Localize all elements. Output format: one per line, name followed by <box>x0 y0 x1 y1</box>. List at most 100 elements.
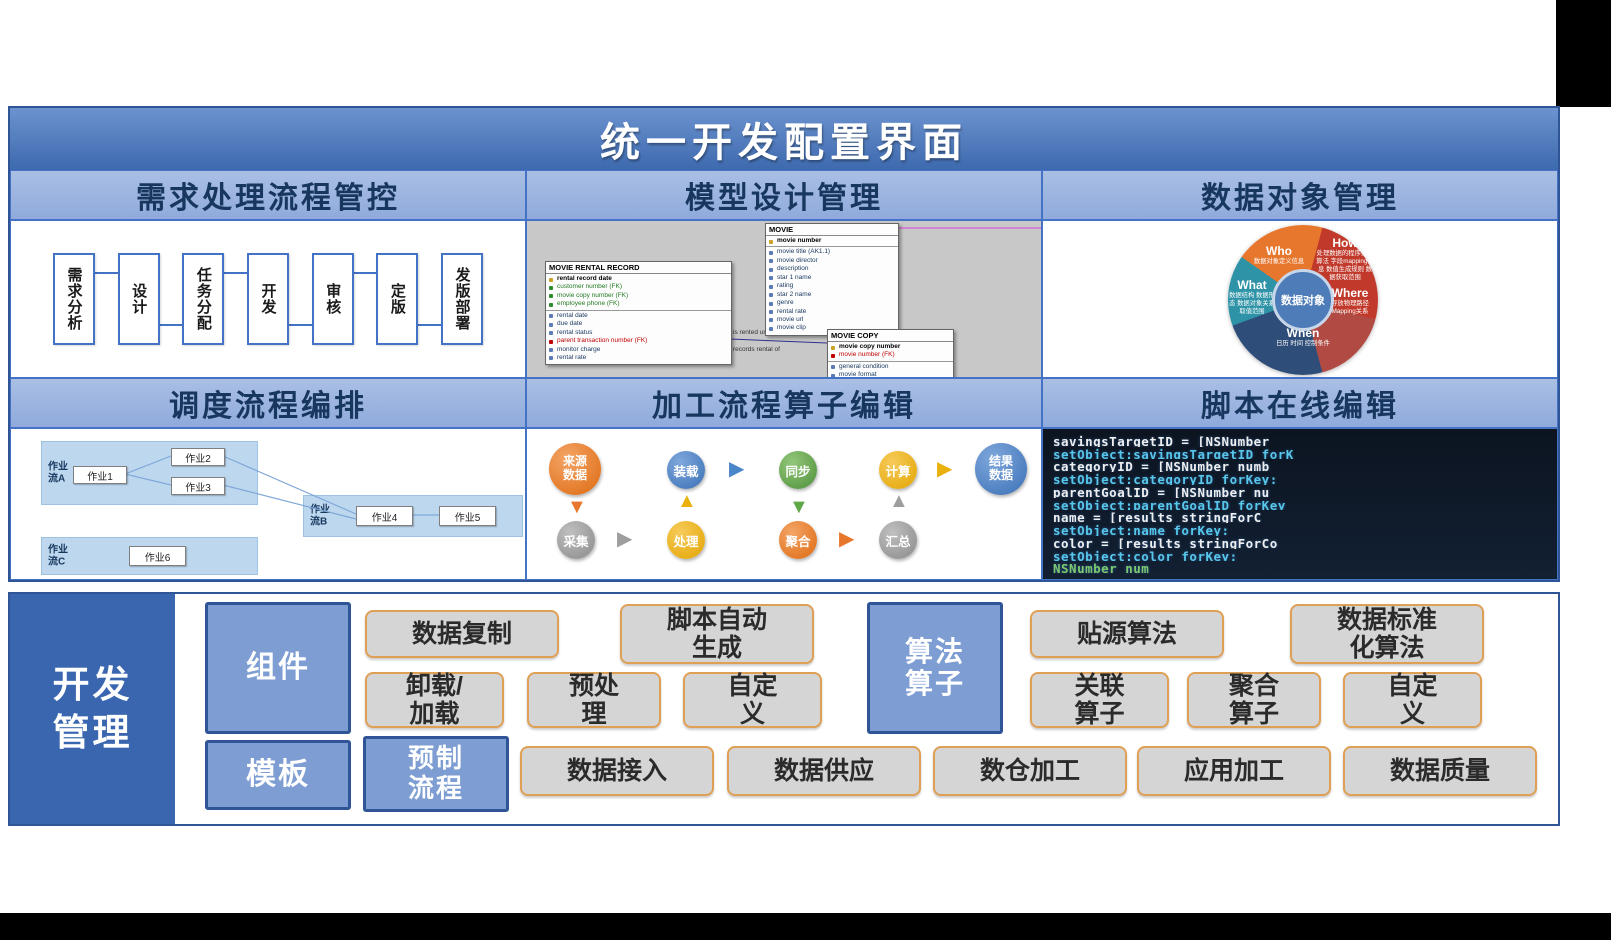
er-column-row: movie format <box>828 371 953 377</box>
job-flow-label: 作业流A <box>48 461 68 485</box>
job-box: 作业2 <box>171 448 225 466</box>
panel-grid: 需求处理流程管控 模型设计管理 数据对象管理 需求分析 设计 任务分配 开发 审… <box>10 170 1558 580</box>
chip-data-quality: 数据质量 <box>1343 746 1537 796</box>
header-data-object: 数据对象管理 <box>1042 170 1558 220</box>
header-operators: 加工流程算子编辑 <box>526 378 1042 428</box>
er-column-row: rental record date <box>546 275 731 283</box>
arrow-right-icon: ▶ <box>937 458 953 480</box>
er-model-panel: is rented as / is rented under / records… <box>526 220 1042 378</box>
group-label-components: 组件 <box>205 602 351 734</box>
er-column-row: rental rate <box>546 354 731 362</box>
requirements-flow-panel: 需求分析 设计 任务分配 开发 审核 定版 发版部署 <box>10 220 526 378</box>
wheel-segment-how: How 处理数据的程序或者算法 字段mapping信息 数值生成规则 数据获取范… <box>1316 236 1374 281</box>
letterbox-bottom <box>0 913 1611 940</box>
operators-panel: 来源数据 装载 ▶ 同步 计算 ▶ 结果数据 ▼ ▲ ▼ ▲ 采集 ▶ 处理 聚… <box>526 428 1042 580</box>
op-node-result-data: 结果数据 <box>975 443 1027 495</box>
arrow-right-icon: ▶ <box>729 458 745 480</box>
code-line: setObject:color forKey: <box>1053 548 1238 562</box>
job-flow-label: 作业流C <box>48 544 68 568</box>
wheel-segment-who: Who 数据对象定义信息 <box>1253 244 1305 266</box>
er-column-row: movie director <box>766 257 898 265</box>
er-table-title: MOVIE <box>766 224 898 236</box>
er-column-row: movie number <box>766 237 898 248</box>
er-column-row: description <box>766 265 898 273</box>
header-requirements: 需求处理流程管控 <box>10 170 526 220</box>
flow-connector <box>95 272 118 274</box>
er-column-row: movie copy number (FK) <box>546 292 731 300</box>
data-object-wheel: Who 数据对象定义信息 How 处理数据的程序或者算法 字段mapping信息… <box>1228 225 1378 375</box>
op-node-aggregate: 聚合 <box>779 521 817 559</box>
code-line: setObject:savingsTargetID forK <box>1053 446 1294 460</box>
svg-text:records rental of: records rental of <box>733 346 780 353</box>
code-line: NSNumber num <box>1053 561 1150 575</box>
wheel-segment-what: What 数据结构 数据形态 数据对象关系 取值范围 <box>1229 278 1275 315</box>
flow-step-box: 定版 <box>376 253 419 345</box>
job-box: 作业1 <box>73 466 127 484</box>
er-column-row: movie url <box>766 316 898 324</box>
chip-unload-load: 卸载/加载 <box>365 672 504 728</box>
code-line: color = [results stringForCo <box>1053 535 1278 549</box>
code-line: setObject:parentGoalID forKey <box>1053 497 1286 511</box>
er-column-row: star 1 name <box>766 274 898 282</box>
er-column-row: movie number (FK) <box>828 351 953 362</box>
op-node-sync: 同步 <box>779 451 817 489</box>
main-frame: 统一开发配置界面 需求处理流程管控 模型设计管理 数据对象管理 需求分析 设计 … <box>8 106 1560 582</box>
arrow-up-icon: ▲ <box>889 490 909 512</box>
er-column-row: parent transaction number (FK) <box>546 337 731 345</box>
job-box: 作业6 <box>129 546 186 566</box>
group-label-preset-flow: 预制流程 <box>363 736 509 812</box>
wheel-segment-where: Where 存放物理路径 Mapping关系 <box>1331 286 1369 316</box>
dev-management-label: 开发 管理 <box>10 594 175 824</box>
job-box: 作业4 <box>356 506 413 526</box>
chip-data-supply: 数据供应 <box>727 746 921 796</box>
job-box: 作业5 <box>439 506 496 526</box>
op-node-source-data: 来源数据 <box>549 443 601 495</box>
flow-connector <box>418 324 442 326</box>
chip-custom: 自定义 <box>1343 672 1482 728</box>
page-title: 统一开发配置界面 <box>10 108 1558 170</box>
flow-step-box: 设计 <box>117 253 160 345</box>
wheel-center: 数据对象 <box>1272 269 1334 331</box>
er-column-row: due date <box>546 320 731 328</box>
er-column-row: rental status <box>546 329 731 337</box>
flow-step-box: 审核 <box>311 253 354 345</box>
job-flow-label: 作业流B <box>310 504 330 528</box>
er-table-title: MOVIE RENTAL RECORD <box>546 262 731 274</box>
group-label-templates: 模板 <box>205 740 351 810</box>
chip-source-algorithm: 贴源算法 <box>1030 610 1224 658</box>
er-column-row: customer number (FK) <box>546 283 731 291</box>
code-line: name = [results stringForC <box>1053 510 1262 524</box>
code-line: savingsTargetID = [NSNumber <box>1053 434 1270 447</box>
flow-connector <box>159 324 183 326</box>
chip-aggregate-operator: 聚合算子 <box>1187 672 1321 728</box>
er-column-row: star 2 name <box>766 291 898 299</box>
er-column-row: genre <box>766 299 898 307</box>
chip-data-ingest: 数据接入 <box>520 746 714 796</box>
page-title-text: 统一开发配置界面 <box>600 121 968 165</box>
flow-step-box: 需求分析 <box>53 253 95 345</box>
flow-step-box: 任务分配 <box>182 253 225 345</box>
op-node-compute: 计算 <box>879 451 917 489</box>
er-column-row: general condition <box>828 363 953 371</box>
arrow-up-icon: ▲ <box>677 490 697 512</box>
dev-management-section: 开发 管理 组件 数据复制 脚本自动生成 卸载/加载 预处理 自定义 算法算子 … <box>8 592 1560 826</box>
op-node-process: 处理 <box>667 521 705 559</box>
chip-data-copy: 数据复制 <box>365 610 559 658</box>
code-line: parentGoalID = [NSNumber nu <box>1053 484 1270 498</box>
flow-connector <box>224 272 248 274</box>
er-column-row: employee phone (FK) <box>546 300 731 311</box>
er-column-row: movie copy number <box>828 343 953 351</box>
scheduling-panel: 作业流A 作业流B 作业流C 作业1 作业2 作业3 作业4 <box>10 428 526 580</box>
job-box: 作业3 <box>171 477 225 495</box>
er-column-row: rating <box>766 282 898 290</box>
code-line: setObject:categoryID forKey: <box>1053 472 1278 485</box>
data-object-panel: Who 数据对象定义信息 How 处理数据的程序或者算法 字段mapping信息… <box>1042 220 1558 378</box>
dev-management-rows: 组件 数据复制 脚本自动生成 卸载/加载 预处理 自定义 算法算子 贴源算法 数… <box>175 594 1558 824</box>
flow-connector <box>289 324 312 326</box>
